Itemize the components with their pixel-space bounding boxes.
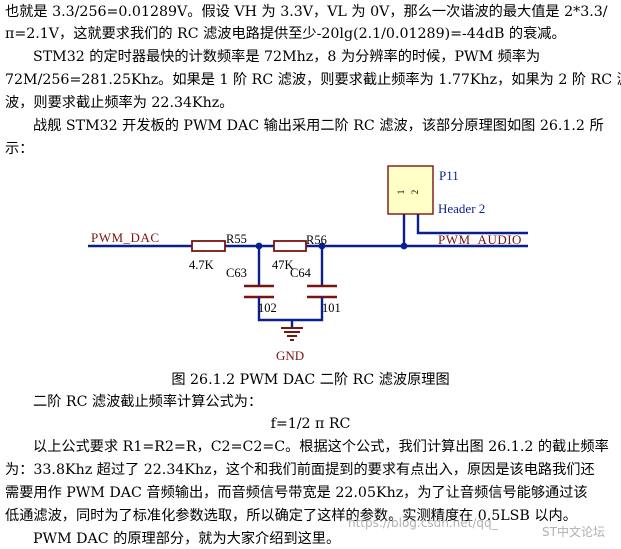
pin2-wire [416,214,528,235]
paragraph-line: 示： [5,141,34,157]
capacitor-ref: C63 [226,266,247,280]
rc-filter-schematic: 1 2 P11 Header 2 R55 4.7K R56 47K C63 10… [88,165,528,363]
watermark-brand: ST中文论坛 [542,525,605,539]
paragraph-line: 为：33.8Khz 超过了 22.34Khz，这个和我们前面提到的要求有点出入，… [5,462,595,478]
resistor-r56: R56 47K [272,233,327,272]
junction-dot [400,242,408,250]
resistor-value: 4.7K [189,258,214,272]
paragraph-line: 72M/256=281.25Khz。如果是 1 阶 RC 滤波，则要求截止频率为… [5,72,621,88]
paragraph-line: 波，则要求截止频率为 22.34Khz。 [5,95,234,111]
paragraph-line: 需要用作 PWM DAC 音频输出，而音频信号带宽是 22.05Khz，为了让音… [5,485,588,501]
resistor-body [273,240,307,252]
capacitor-ref: C64 [290,266,312,280]
resistor-ref: R55 [226,232,247,246]
resistor-ref: R56 [306,233,327,247]
header-p11: 1 2 P11 Header 2 [387,165,485,216]
resistor-r55: R55 4.7K [189,232,247,272]
wires [88,214,528,328]
header-pin1: 1 [396,190,406,195]
junction-dot [318,242,326,250]
paragraph-line: PWM DAC 的原理部分，就为大家介绍到这里。 [33,531,341,547]
paragraph-line: 以上公式要求 R1=R2=R，C2=C2=C。根据这个公式，我们计算出图 26.… [33,439,609,455]
junction-dot [255,242,263,250]
capacitor-c64: C64 101 [290,266,341,315]
ground-symbol [281,327,303,341]
paragraph-line: 战舰 STM32 开发板的 PWM DAC 输出采用二阶 RC 滤波，该部分原理… [33,118,604,134]
header-body [387,165,434,215]
formula: f=1/2 π RC [270,416,351,432]
resistor-value: 47K [272,258,294,272]
junctions [255,242,408,250]
paragraph-line: 低通滤波，同时为了标准化参数选取，所以确定了这样的参数。实测精度在 0.5LSB… [5,508,577,524]
capacitor-c63: C63 102 [226,266,277,315]
capacitor-value: 102 [258,301,277,315]
input-net-label: PWM_DAC [91,230,160,245]
formula-intro: 二阶 RC 滤波截止频率计算公式为： [33,394,263,410]
resistor-body [191,240,226,252]
gnd-bus-wire [257,303,324,322]
capacitor-value: 101 [322,301,341,315]
ground-label: GND [276,348,304,363]
header-pin2: 2 [410,190,420,195]
paragraph-line: π=2.1V，这就要求我们的 RC 滤波电路提供至少-20lg(2.1/0.01… [5,26,566,42]
paragraph-line: STM32 的定时器最快的计数频率是 72Mhz，8 为分辨率的时候，PWM 频… [33,49,541,65]
figure-caption: 图 26.1.2 PWM DAC 二阶 RC 滤波原理图 [171,372,450,388]
output-net-label: PWM_AUDIO [438,232,522,247]
header-type: Header 2 [438,201,485,216]
header-ref: P11 [439,168,459,183]
watermark-url: https://blog.csdn.net/qq_ [348,516,498,530]
paragraph-line: 也就是 3.3/256=0.01289V。假设 VH 为 3.3V，VL 为 0… [5,4,608,20]
